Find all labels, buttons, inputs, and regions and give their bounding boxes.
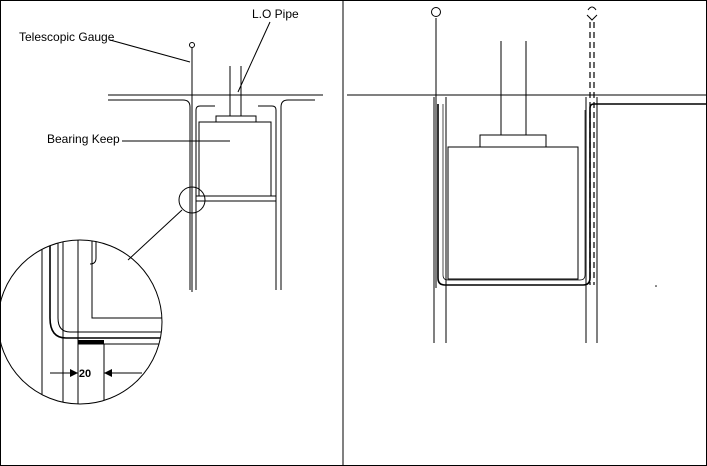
right-panel [347, 6, 707, 343]
detail-leader [127, 209, 183, 261]
detail-circle-border [0, 239, 163, 405]
bearing-keep [198, 121, 272, 197]
dimension-label: 20 [79, 368, 91, 380]
bearing-keep-base [196, 195, 277, 202]
right-housing-outline [437, 103, 707, 286]
detail-callout-circle [178, 186, 206, 214]
left-panel: Telescopic Gauge L.O Pipe Bearing Keep [19, 7, 323, 292]
telescopic-gauge-leader [109, 39, 191, 63]
lo-pipe-flange [215, 115, 257, 123]
telescopic-gauge-knob [189, 42, 195, 48]
gauge-extended-knob [586, 14, 598, 21]
telescopic-gauge-label: Telescopic Gauge [19, 30, 115, 44]
right-lo-pipe-flange [479, 134, 547, 148]
lo-pipe-label: L.O Pipe [252, 7, 299, 21]
bearing-keep-label: Bearing Keep [47, 132, 120, 146]
right-telescopic-gauge-knob [431, 7, 441, 17]
magnified-detail: 20 [0, 239, 163, 405]
keep-housing-right [258, 105, 277, 198]
frame-left-wall-outer [108, 99, 191, 290]
lo-pipe-leader [237, 21, 271, 93]
clearance-gap [78, 340, 104, 344]
frame-right-wall-outer [280, 99, 315, 290]
right-bearing-keep [447, 146, 579, 280]
detail-keep-corner-outer [49, 240, 162, 339]
